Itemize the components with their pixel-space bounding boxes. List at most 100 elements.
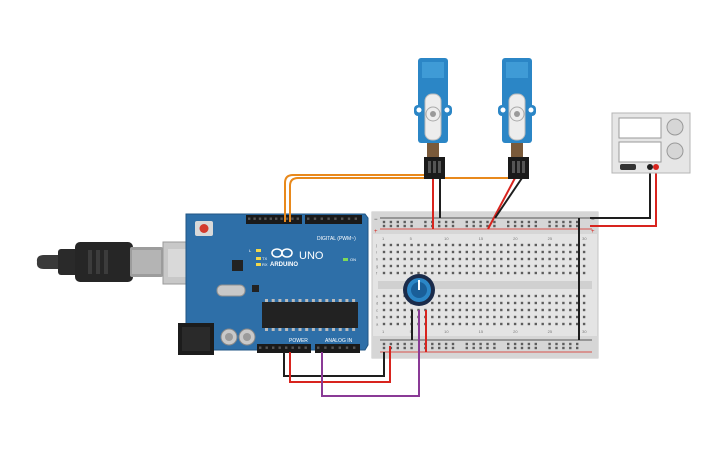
breadboard-hole[interactable]: [438, 308, 441, 312]
header-hole[interactable]: [285, 217, 289, 220]
breadboard-hole[interactable]: [569, 308, 572, 312]
breadboard-hole[interactable]: [472, 271, 475, 275]
wire-signal-servo-1[interactable]: [284, 174, 433, 222]
breadboard-hole[interactable]: [520, 346, 524, 350]
header-hole[interactable]: [253, 217, 256, 220]
breadboard-hole[interactable]: [493, 224, 496, 228]
breadboard-hole[interactable]: [410, 243, 413, 247]
breadboard-hole[interactable]: [431, 346, 434, 350]
wire-servo-2-ground[interactable]: [494, 177, 523, 219]
breadboard-hole[interactable]: [444, 271, 448, 275]
potentiometer-icon[interactable]: [403, 274, 435, 306]
breadboard-hole[interactable]: [479, 224, 482, 228]
breadboard-hole[interactable]: [493, 342, 496, 346]
breadboard-hole[interactable]: [389, 224, 393, 228]
breadboard-hole[interactable]: [458, 271, 462, 275]
breadboard-hole[interactable]: [500, 301, 503, 305]
breadboard-hole[interactable]: [486, 250, 489, 254]
breadboard-hole[interactable]: [555, 220, 558, 224]
breadboard-hole[interactable]: [507, 322, 510, 326]
breadboard-hole[interactable]: [465, 257, 468, 261]
breadboard-hole[interactable]: [465, 346, 468, 350]
breadboard-hole[interactable]: [396, 301, 399, 305]
breadboard-hole[interactable]: [389, 257, 393, 261]
breadboard-hole[interactable]: [403, 264, 406, 268]
breadboard-hole[interactable]: [534, 301, 537, 305]
breadboard-hole[interactable]: [382, 264, 386, 268]
breadboard-hole[interactable]: [555, 342, 558, 346]
breadboard-hole[interactable]: [431, 250, 434, 254]
analog-header[interactable]: [315, 344, 360, 353]
breadboard-hole[interactable]: [548, 250, 551, 254]
arduino-uno-board[interactable]: DIGITAL (PWM~) POWER ANALOG IN ARDUINO U…: [178, 213, 369, 355]
breadboard-hole[interactable]: [576, 257, 579, 261]
breadboard-hole[interactable]: [417, 271, 420, 275]
breadboard-hole[interactable]: [389, 301, 393, 305]
breadboard-hole[interactable]: [479, 315, 482, 319]
breadboard-hole[interactable]: [513, 342, 517, 346]
breadboard-hole[interactable]: [520, 301, 524, 305]
breadboard-hole[interactable]: [410, 346, 413, 350]
header-hole[interactable]: [307, 217, 310, 220]
breadboard-hole[interactable]: [562, 315, 565, 319]
breadboard-hole[interactable]: [500, 250, 503, 254]
breadboard-hole[interactable]: [465, 250, 468, 254]
breadboard-hole[interactable]: [548, 271, 551, 275]
header-hole[interactable]: [338, 346, 341, 349]
breadboard-hole[interactable]: [541, 315, 544, 319]
breadboard-hole[interactable]: [507, 346, 510, 350]
breadboard-hole[interactable]: [444, 301, 448, 305]
breadboard-hole[interactable]: [458, 301, 462, 305]
breadboard-hole[interactable]: [479, 301, 482, 305]
breadboard-hole[interactable]: [513, 264, 517, 268]
breadboard-hole[interactable]: [555, 315, 558, 319]
breadboard-hole[interactable]: [431, 315, 434, 319]
breadboard-hole[interactable]: [555, 243, 558, 247]
breadboard-hole[interactable]: [562, 294, 565, 298]
breadboard-hole[interactable]: [500, 257, 503, 261]
breadboard-hole[interactable]: [382, 220, 386, 224]
breadboard-hole[interactable]: [493, 250, 496, 254]
breadboard-hole[interactable]: [479, 346, 482, 350]
breadboard-hole[interactable]: [527, 308, 531, 312]
breadboard-hole[interactable]: [569, 346, 572, 350]
breadboard-hole[interactable]: [465, 308, 468, 312]
breadboard-hole[interactable]: [493, 294, 496, 298]
breadboard-hole[interactable]: [424, 257, 427, 261]
breadboard-hole[interactable]: [479, 308, 482, 312]
breadboard-hole[interactable]: [465, 264, 468, 268]
breadboard-hole[interactable]: [493, 257, 496, 261]
breadboard-hole[interactable]: [569, 243, 572, 247]
breadboard-hole[interactable]: [424, 271, 427, 275]
breadboard-hole[interactable]: [527, 294, 531, 298]
breadboard-hole[interactable]: [472, 342, 475, 346]
breadboard-hole[interactable]: [382, 224, 386, 228]
wire-supply-power[interactable]: [590, 168, 657, 227]
breadboard-hole[interactable]: [465, 322, 468, 326]
breadboard-hole[interactable]: [424, 224, 427, 228]
breadboard-hole[interactable]: [438, 342, 441, 346]
wire-arduino-gnd[interactable]: [283, 352, 385, 377]
breadboard-hole[interactable]: [548, 264, 551, 268]
breadboard-hole[interactable]: [527, 271, 531, 275]
breadboard-hole[interactable]: [548, 294, 551, 298]
breadboard-hole[interactable]: [507, 308, 510, 312]
breadboard-hole[interactable]: [396, 342, 399, 346]
breadboard-hole[interactable]: [555, 257, 558, 261]
breadboard-hole[interactable]: [500, 243, 503, 247]
breadboard-hole[interactable]: [479, 294, 482, 298]
breadboard-hole[interactable]: [582, 301, 586, 305]
breadboard-hole[interactable]: [424, 264, 427, 268]
breadboard-hole[interactable]: [486, 322, 489, 326]
breadboard-hole[interactable]: [444, 308, 448, 312]
breadboard-hole[interactable]: [396, 220, 399, 224]
breadboard-hole[interactable]: [548, 301, 551, 305]
breadboard-hole[interactable]: [417, 264, 420, 268]
header-hole[interactable]: [313, 217, 317, 220]
breadboard-hole[interactable]: [410, 250, 413, 254]
breadboard-hole[interactable]: [527, 264, 531, 268]
breadboard-hole[interactable]: [541, 264, 544, 268]
terminal-negative[interactable]: [647, 164, 653, 170]
header-hole[interactable]: [285, 346, 288, 349]
breadboard-hole[interactable]: [444, 257, 448, 261]
